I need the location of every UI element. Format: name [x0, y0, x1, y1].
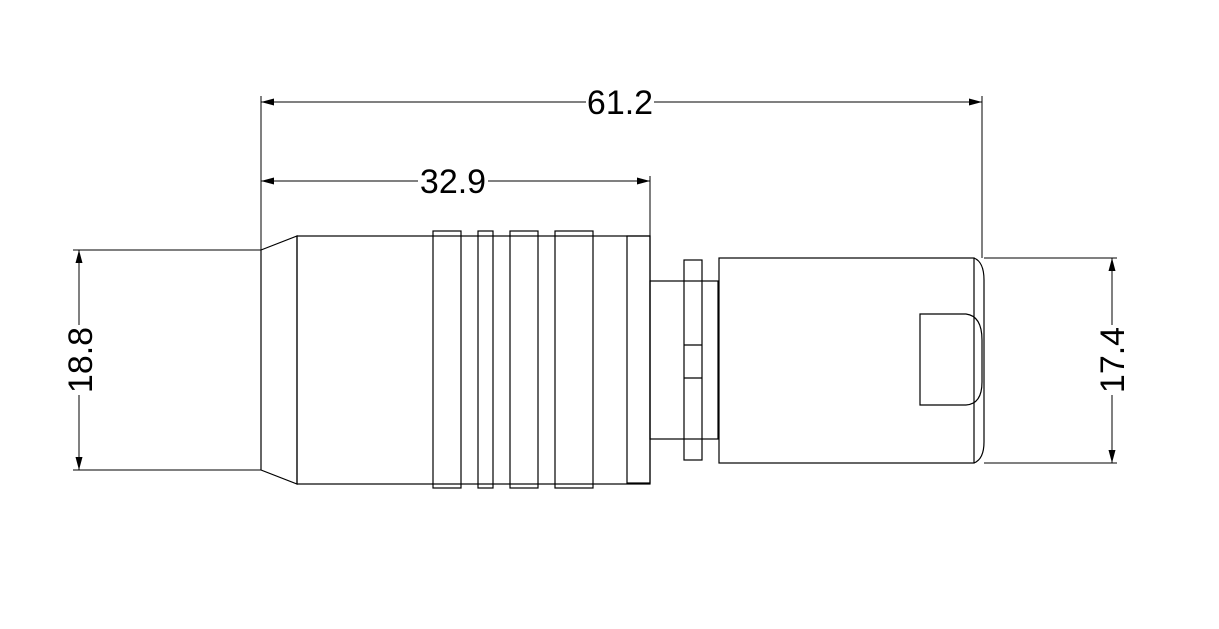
flange-nut: [683, 259, 703, 461]
dimension-body-length: 32.9: [261, 163, 651, 236]
grip-ring: [554, 230, 594, 489]
overall-length-label: 61.2: [587, 84, 653, 122]
dimension-overall-length: 61.2: [260, 84, 983, 258]
grip-ring: [509, 230, 539, 489]
plug-height-label: 17.4: [1094, 327, 1132, 393]
arrowhead: [637, 177, 650, 185]
arrowhead: [969, 98, 982, 106]
grip-ring: [626, 235, 651, 484]
arrowhead: [75, 250, 83, 263]
arrowhead: [261, 98, 274, 106]
dimension-body-diameter: 18.8: [62, 249, 261, 471]
rear-taper: [260, 235, 298, 485]
grip-ring: [477, 230, 494, 489]
main-body: [296, 235, 651, 485]
arrowhead: [1108, 450, 1116, 463]
body-length-label: 32.9: [420, 163, 486, 201]
plug-head: [718, 257, 975, 464]
arrowhead: [261, 177, 274, 185]
grip-ring: [432, 230, 462, 489]
arrowhead: [75, 457, 83, 470]
arrowhead: [1108, 258, 1116, 271]
latch-tab: [919, 313, 983, 406]
dimension-plug-height: 17.4: [984, 257, 1132, 464]
body-diameter-label: 18.8: [62, 327, 100, 393]
plug-face: [973, 257, 985, 464]
connector-outline: [260, 230, 985, 489]
